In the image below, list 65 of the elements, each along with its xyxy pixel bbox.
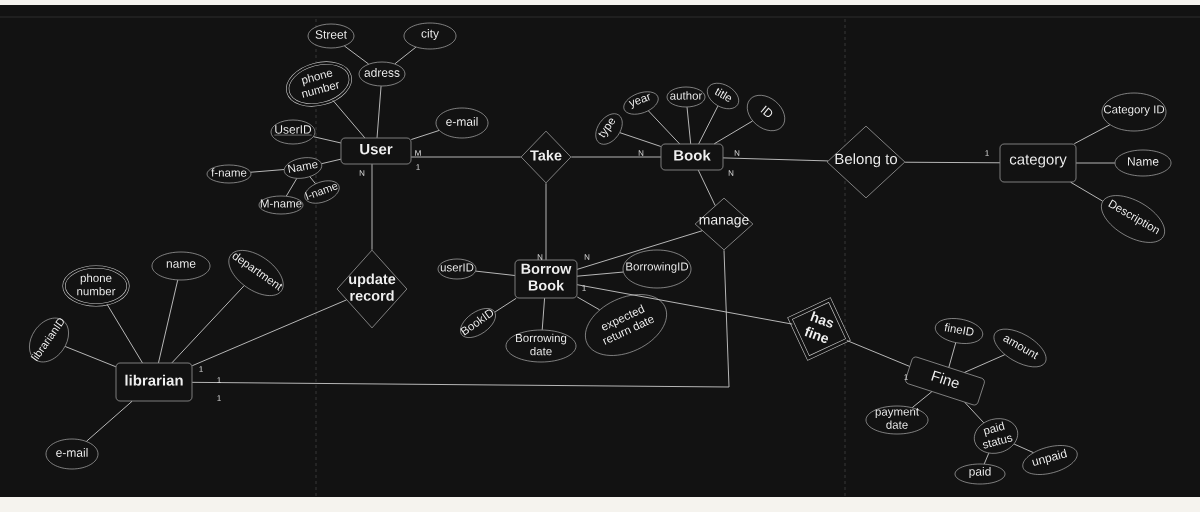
connector-line: [394, 46, 417, 65]
entity-box: User: [340, 137, 412, 165]
connector-line: [64, 346, 117, 368]
cardinality-label: 1: [582, 285, 586, 291]
connector-line: [570, 156, 662, 158]
connector-line: [410, 130, 440, 140]
connector-line: [1073, 124, 1111, 145]
cardinality-label: 1: [199, 366, 203, 372]
cardinality-label: 1: [985, 150, 989, 156]
cardinality-label: N: [638, 150, 644, 156]
entity-box: librarian: [115, 362, 193, 402]
connector-line: [713, 120, 753, 145]
connector-line: [1075, 162, 1116, 164]
connector-line: [191, 249, 730, 388]
connector-line: [371, 163, 373, 251]
connector-line: [321, 158, 342, 165]
connector-line: [904, 161, 1001, 164]
connector-line: [722, 157, 829, 162]
connector-line: [964, 354, 1006, 373]
connector-line: [250, 169, 285, 173]
connector-line: [576, 296, 600, 311]
connector-line: [698, 105, 719, 145]
connector-line: [285, 178, 298, 197]
connector-line: [344, 45, 369, 65]
cardinality-label: 1: [904, 374, 908, 380]
connector-line: [106, 303, 143, 364]
connector-line: [697, 169, 716, 207]
connector-line: [983, 452, 990, 465]
connector-line: [648, 110, 680, 145]
connector-line: [545, 182, 547, 261]
connector-line: [475, 270, 516, 276]
connector-line: [619, 132, 662, 147]
connector-line: [1070, 181, 1104, 202]
connector-line: [964, 402, 985, 424]
entity-box: category: [999, 143, 1077, 183]
connector-line: [686, 106, 692, 145]
cardinality-label: N: [537, 254, 543, 260]
entity-box: Book: [660, 143, 724, 171]
connector-line: [191, 299, 347, 367]
connector-line: [332, 99, 366, 139]
connector-line: [1013, 443, 1034, 454]
connector-line: [846, 340, 910, 367]
connector-line: [494, 297, 517, 313]
connector-line: [171, 285, 245, 364]
connector-line: [376, 85, 382, 139]
connector-line: [313, 136, 342, 144]
cardinality-label: N: [734, 150, 740, 156]
connector-line: [576, 271, 624, 277]
connector-line: [576, 284, 793, 325]
entity-box: Borrow Book: [514, 259, 578, 299]
cardinality-label: 1: [217, 377, 221, 383]
connector-line: [948, 342, 957, 368]
cardinality-label: 1: [217, 395, 221, 401]
connector-line: [911, 391, 933, 408]
cardinality-label: N: [728, 170, 734, 176]
connector-line: [576, 230, 703, 270]
connector-line: [410, 156, 522, 158]
cardinality-label: N: [584, 254, 590, 260]
connector-line: [541, 297, 545, 331]
cardinality-label: 1: [416, 164, 420, 170]
cardinality-label: M: [415, 150, 421, 156]
connector-line: [158, 279, 179, 364]
connector-line: [309, 176, 316, 185]
cardinality-label: N: [359, 170, 365, 176]
connector-line: [86, 400, 133, 442]
